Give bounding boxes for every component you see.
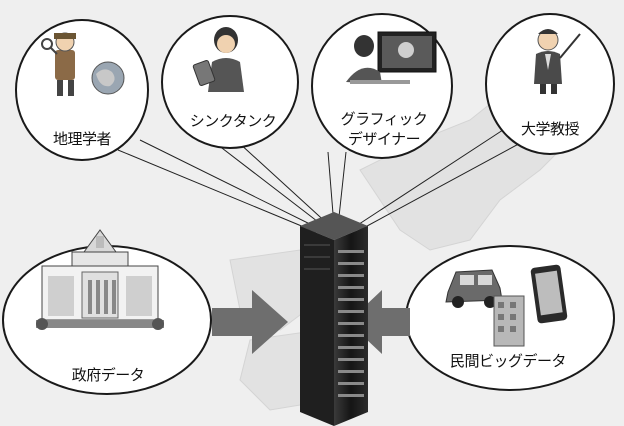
label-private-big-data: 民間ビッグデータ [449,352,567,370]
label-graphic-designer-line2: デザイナー [347,130,421,148]
label-government-data: 政府データ [71,366,145,384]
geographer-icon [41,32,125,96]
think-tank-researcher-icon [192,27,244,92]
bubble-graphic-designer [311,13,453,159]
bubble-geographer [15,19,149,161]
graphic-designer-icon [346,31,437,84]
arrow-government-to-server [212,290,288,354]
bubble-private-big-data [405,245,615,391]
arrow-private-to-server [348,290,410,354]
bubble-professor [485,13,615,155]
label-professor: 大学教授 [520,120,580,138]
professor-icon [534,29,581,94]
server-rack-icon [300,212,368,426]
label-graphic-designer-line1: グラフィック [340,110,428,128]
label-think-tank: シンクタンク [189,112,277,130]
bubble-think-tank [161,15,299,149]
government-building-icon [36,229,164,330]
connector-lines [117,127,527,233]
car-building-smartphone-icon [445,264,568,347]
label-geographer: 地理学者 [52,130,112,148]
bubble-government [2,229,212,395]
